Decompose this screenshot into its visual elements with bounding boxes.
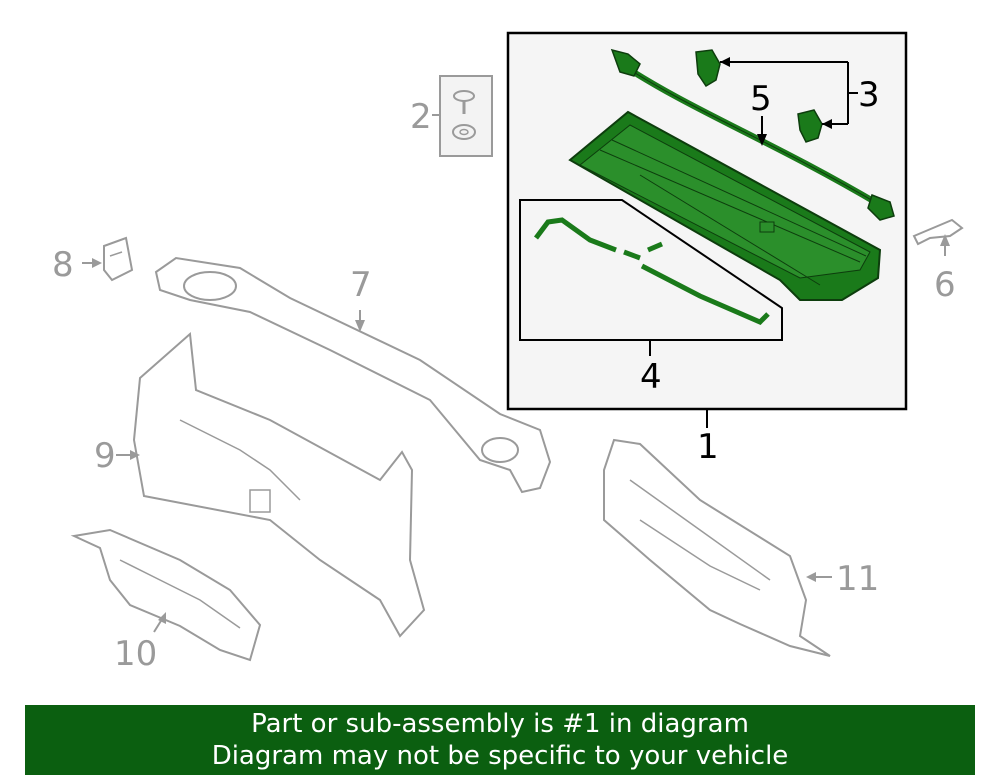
part-8-bracket [82,236,134,282]
info-banner: Part or sub-assembly is #1 in diagram Di… [25,705,975,775]
callout-3: 3 [858,75,880,115]
part-7-cross-member [154,256,552,494]
part-6-bracket [912,218,964,256]
part-5-seal [610,48,895,221]
callout-11: 11 [836,559,879,599]
part-2-fastener [432,75,493,157]
callout-9: 9 [94,436,116,476]
banner-line-1: Part or sub-assembly is #1 in diagram [251,709,749,739]
arrow-5 [757,116,767,146]
parts-diagram: 1 2 3 4 5 6 7 8 9 10 11 [52,31,964,674]
part-1-cowl-panel [568,110,882,301]
part-9-dash-panel [116,331,426,638]
part-4-hose [534,217,770,356]
banner-line-2: Diagram may not be specific to your vehi… [211,741,789,771]
callout-7: 7 [350,265,372,305]
callout-8: 8 [52,245,74,285]
callout-10: 10 [114,634,157,674]
callout-2: 2 [410,97,432,137]
part-10-insulator [70,528,262,662]
part-11-insulator [603,438,832,657]
callout-6: 6 [934,265,956,305]
part-3-clips [695,49,858,143]
callout-4: 4 [640,357,662,397]
callout-1: 1 [697,427,719,467]
callout-5: 5 [750,79,772,119]
